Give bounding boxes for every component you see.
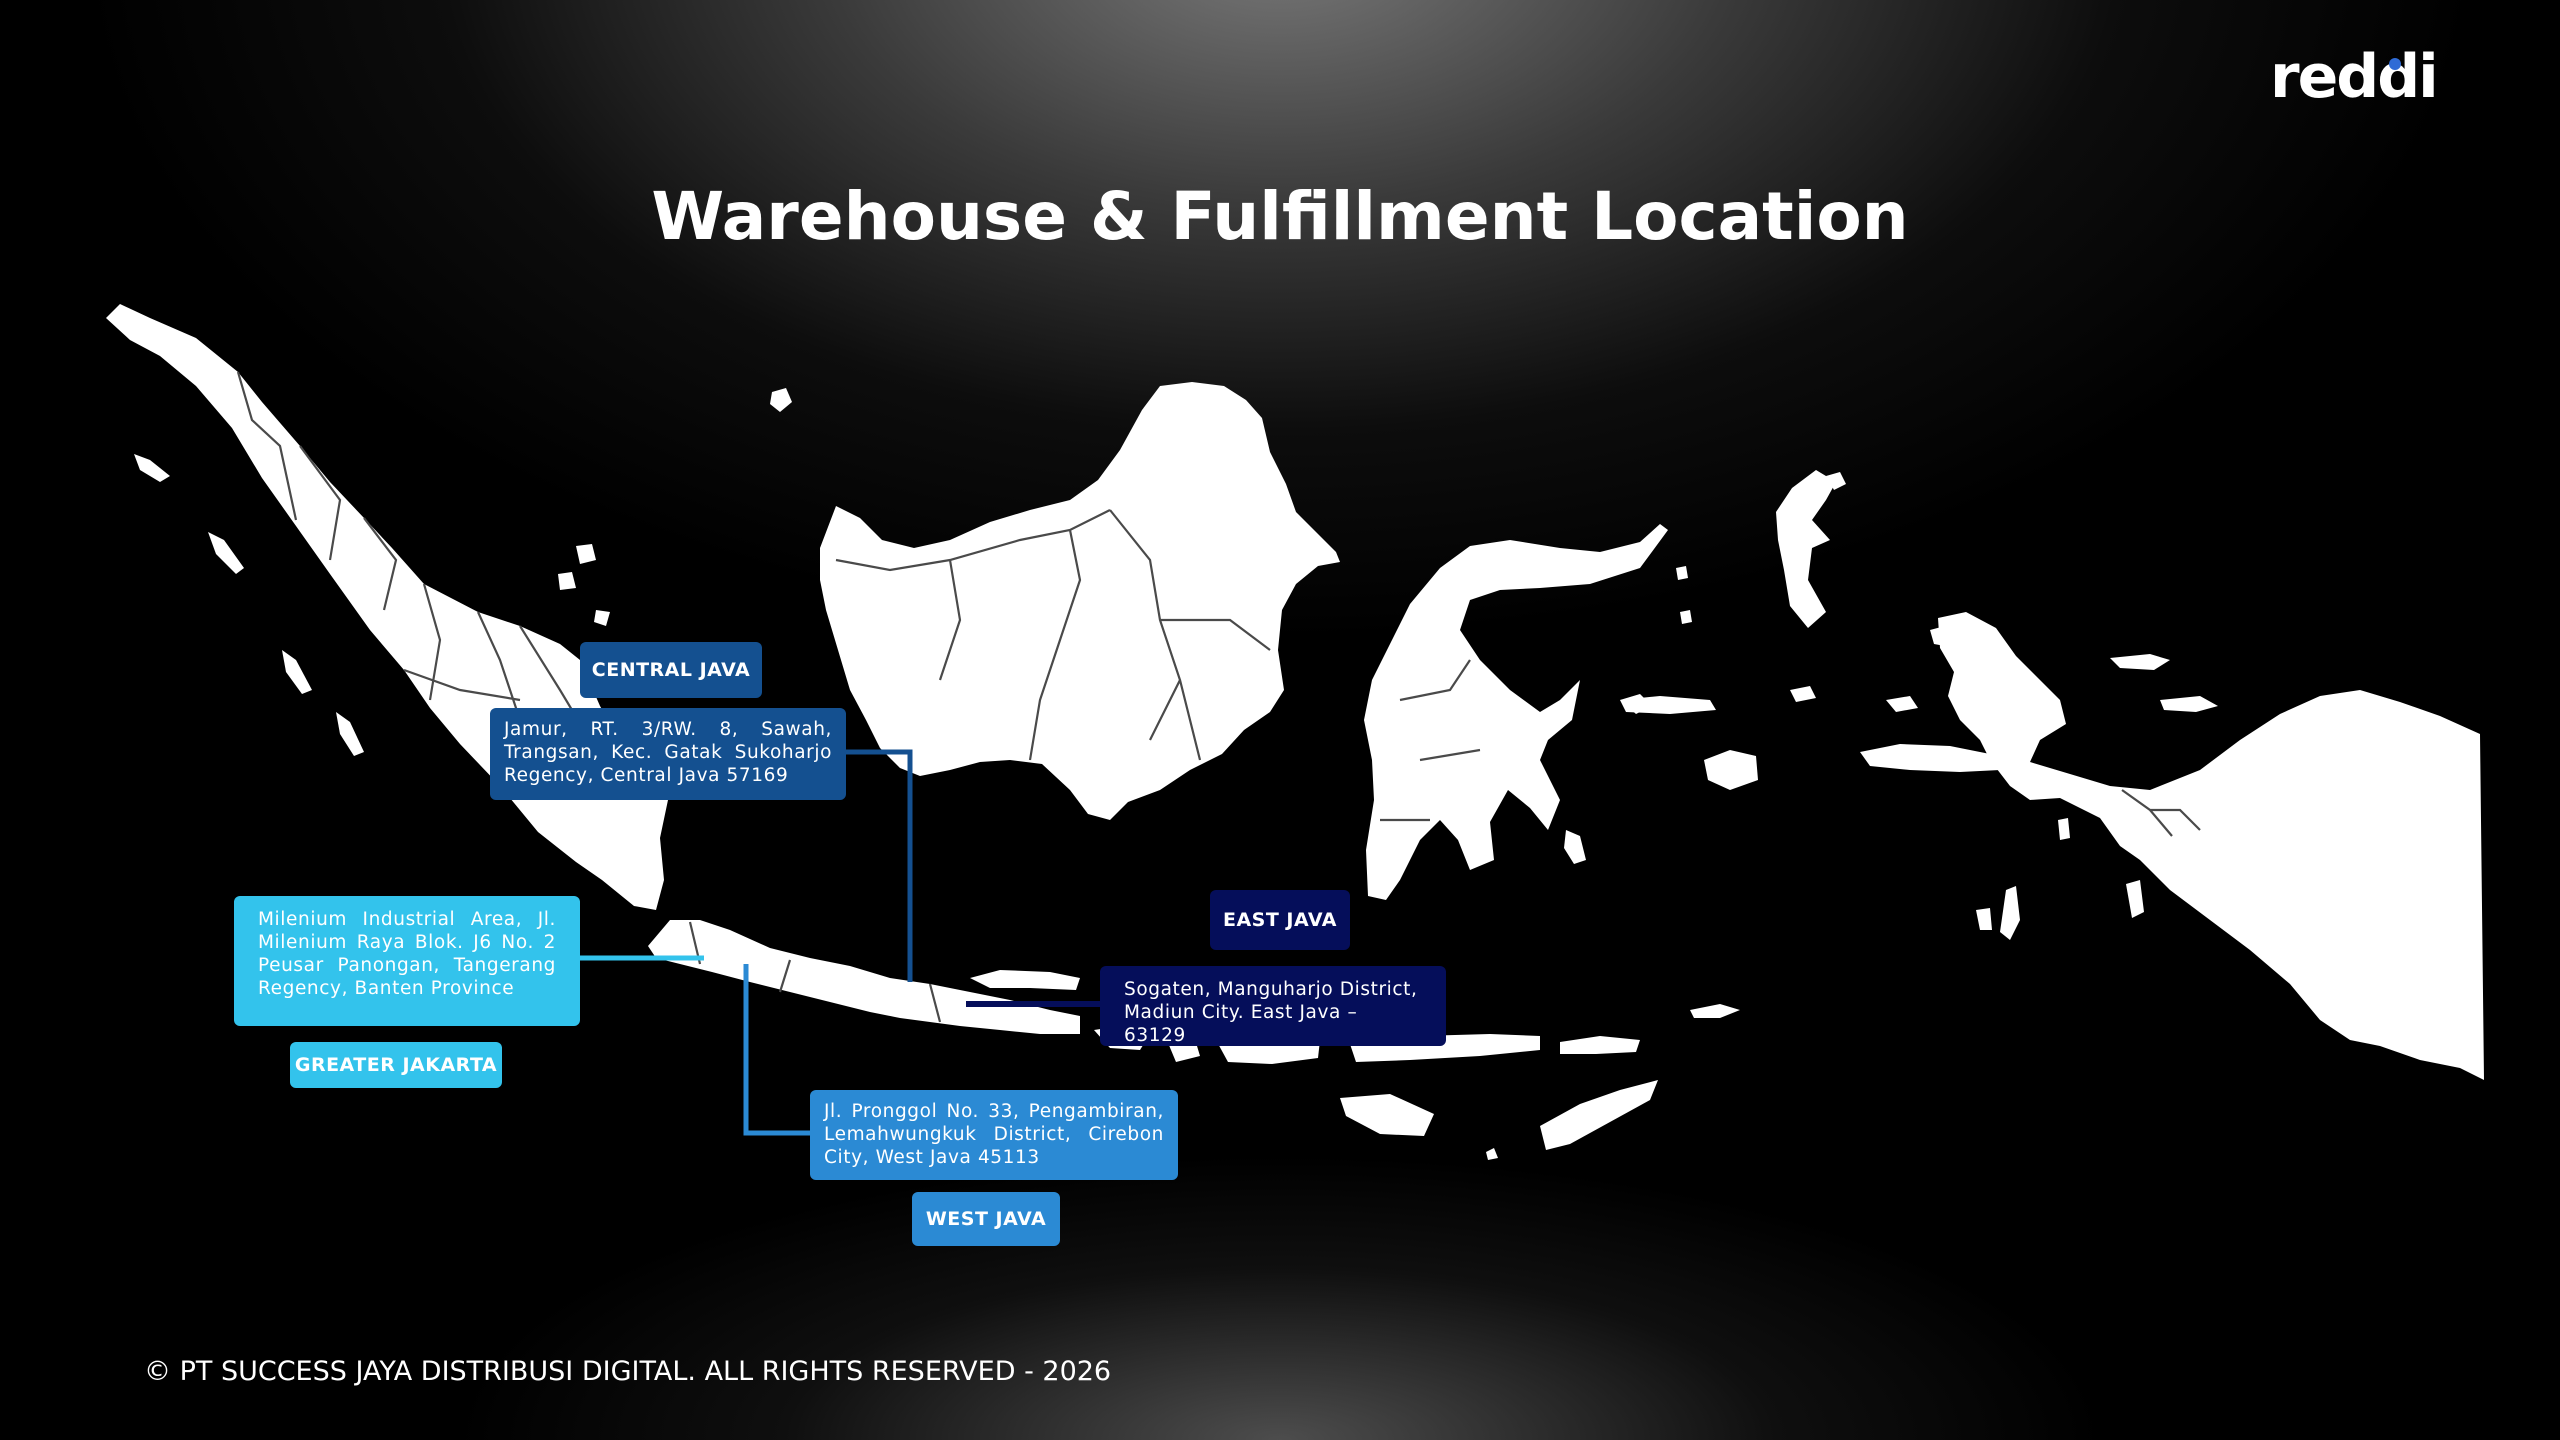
simeulue-island bbox=[134, 454, 170, 482]
address-card-east-java: Sogaten, Manguharjo District, Madiun Cit… bbox=[1100, 966, 1446, 1046]
address-card-west-java: Jl. Pronggol No. 33, Pengambiran, Lemahw… bbox=[810, 1090, 1178, 1180]
sula-islands bbox=[1620, 696, 1716, 714]
sumba-island bbox=[1340, 1094, 1434, 1136]
waigeo-island bbox=[1930, 622, 1976, 648]
sulawesi-island bbox=[1364, 524, 1668, 900]
madura-island bbox=[970, 970, 1080, 990]
kai-islands bbox=[2058, 818, 2070, 840]
siberut-island bbox=[336, 712, 364, 756]
buru-island bbox=[1704, 750, 1758, 790]
papua-island bbox=[1938, 612, 2484, 1080]
connector-west-java bbox=[743, 964, 810, 1136]
copyright-footer: © PT SUCCESS JAYA DISTRIBUSI DIGITAL. AL… bbox=[144, 1356, 1112, 1387]
buton-island bbox=[1564, 830, 1586, 864]
timor-island bbox=[1540, 1080, 1658, 1150]
region-label-east-java: EAST JAVA bbox=[1210, 890, 1350, 950]
region-label-west-java: WEST JAVA bbox=[912, 1192, 1060, 1246]
brand-logo-dot bbox=[2389, 58, 2401, 70]
small-islands-north bbox=[1676, 566, 1692, 624]
address-card-greater-jakarta: Milenium Industrial Area, Jl. Milenium R… bbox=[234, 896, 580, 1026]
biak-island bbox=[2110, 654, 2170, 670]
halmahera-island bbox=[1776, 470, 1836, 628]
riau-islands bbox=[558, 544, 610, 626]
mentawai-island bbox=[282, 650, 312, 694]
region-label-greater-jakarta: GREATER JAKARTA bbox=[290, 1042, 502, 1088]
morotai-island bbox=[1826, 472, 1846, 490]
address-card-central-java: Jamur, RT. 3/RW. 8, Sawah, Trangsan, Kec… bbox=[490, 708, 846, 800]
region-label-central-java: CENTRAL JAVA bbox=[580, 642, 762, 698]
aru-islands bbox=[2126, 880, 2144, 918]
tanimbar-islands bbox=[1976, 886, 2020, 940]
obi-island bbox=[1790, 686, 1816, 702]
yapen-island bbox=[2160, 696, 2218, 712]
kalimantan-island bbox=[820, 382, 1340, 820]
connector-central-java bbox=[846, 749, 913, 982]
brand-logo: reddi bbox=[2270, 42, 2439, 112]
natuna-island bbox=[770, 388, 792, 412]
misool-island bbox=[1886, 696, 1918, 712]
page-title: Warehouse & Fulfillment Location bbox=[651, 178, 1909, 255]
nias-island bbox=[208, 532, 244, 574]
seram-island bbox=[1860, 744, 2000, 772]
